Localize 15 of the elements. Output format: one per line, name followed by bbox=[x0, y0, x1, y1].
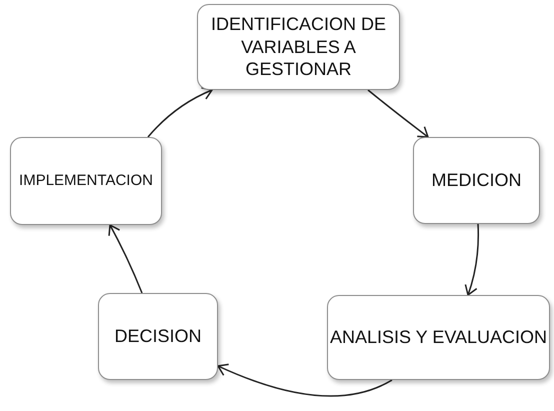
step-label: ANALISIS Y EVALUACION bbox=[330, 326, 548, 349]
step-label: MEDICION bbox=[432, 169, 522, 192]
arrow bbox=[464, 224, 480, 296]
arrow bbox=[147, 87, 213, 138]
process-box bbox=[413, 137, 540, 224]
process-box bbox=[98, 293, 218, 380]
step-label: DECISION bbox=[114, 325, 202, 348]
arrow bbox=[217, 363, 392, 397]
process-box bbox=[10, 137, 162, 225]
arrow bbox=[108, 224, 143, 294]
step-label: IDENTIFICACION DE VARIABLES A GESTIONAR bbox=[210, 13, 387, 81]
arrow bbox=[368, 89, 429, 138]
process-box bbox=[197, 4, 400, 90]
step-label: IMPLEMENTACION bbox=[19, 172, 153, 190]
process-box bbox=[327, 295, 550, 380]
